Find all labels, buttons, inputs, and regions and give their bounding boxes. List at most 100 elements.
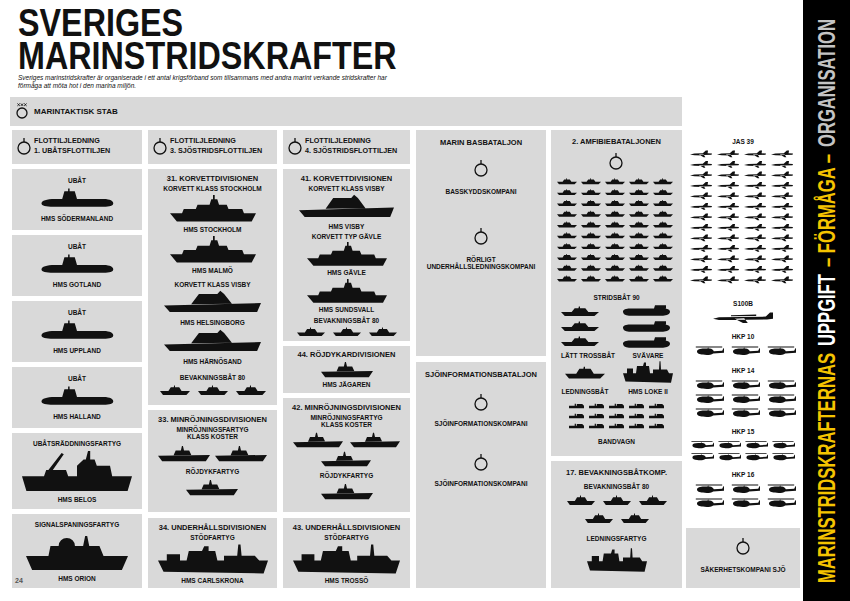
unit-panel: MARINTAKTISK STAB <box>10 97 682 126</box>
unit-text: BASSKYDDSKOMPANI <box>420 188 542 195</box>
jet-silhouette <box>690 224 712 231</box>
aircraft-type: S100B <box>686 300 800 307</box>
jet-silhouette <box>690 276 712 283</box>
corv-silhouette <box>170 195 256 222</box>
jet-silhouette <box>690 203 712 210</box>
text-slot: FLOTTILJLEDNING <box>34 137 139 145</box>
jet-silhouette <box>690 150 712 157</box>
unit-symbol <box>289 142 301 154</box>
jet-silhouette <box>717 245 739 252</box>
aircraft-type: JAS 39 <box>686 138 800 145</box>
jet-silhouette <box>744 224 766 231</box>
unit-text: MINRÖJNINGSFARTYG KLASS KOSTER <box>167 426 258 441</box>
jet-silhouette <box>771 203 793 210</box>
jet-silhouette <box>771 150 793 157</box>
jet-silhouette <box>717 161 739 168</box>
text-slot: SJÖINFORMATIONSKOMPANI <box>420 420 542 427</box>
unit-symbol <box>17 108 27 118</box>
unit-text: KORVETT KLASS STOCKHOLM <box>152 185 273 192</box>
unit-size-mark <box>21 104 23 106</box>
unit-symbol <box>610 157 622 169</box>
text-slot: 33. MINRÖJNINGSDIVISIONEN <box>152 416 273 425</box>
boat-silhouette <box>629 200 649 206</box>
unit-text: STÖDFARTYG <box>152 534 273 541</box>
boat-silhouette <box>629 211 649 217</box>
text-slot: RÖRLIGT UNDERHÅLLSLEDNINGSKOMPANI <box>420 256 542 271</box>
text-slot: SJÖINFORMATIONSBATALJON <box>420 371 542 380</box>
unit-text: RÖJDYKFARTYG <box>152 468 273 475</box>
boat-silhouette <box>581 222 601 228</box>
ship-silhouettes <box>148 410 277 512</box>
boat-silhouette <box>581 232 601 238</box>
unit-heading: UBÅT <box>16 243 138 250</box>
unit-panel: FLOTTILJLEDNING3. SJÖSTRIDSFLOTTILJEN <box>148 130 277 164</box>
boat-silhouette <box>369 328 397 337</box>
unit-text: HMS BELOS <box>16 496 138 503</box>
heli-silhouette <box>696 409 724 417</box>
unit-panel: FLOTTILJLEDNING4. SJÖSTRIDSFLOTTILJEN <box>283 130 410 164</box>
boat-silhouette <box>605 232 625 238</box>
unit-heading: 44. RÖJDYKARDIVISIONEN <box>287 351 406 360</box>
plane-silhouette <box>713 312 773 323</box>
text-slot: HMS JÄGAREN <box>287 381 406 388</box>
heli-silhouette <box>696 499 724 507</box>
unit-text: HMS SUNDSVALL <box>287 306 406 313</box>
text-slot: SVÄVARE <box>617 352 679 359</box>
text-slot: HMS SÖDERMANLAND <box>16 215 138 222</box>
boat-silhouette <box>603 496 631 505</box>
jet-silhouette <box>717 276 739 283</box>
text-slot: UBÅTSRÄDDNINGSFARTYG <box>16 440 138 447</box>
tank-silhouette <box>569 404 584 409</box>
heli-silhouette <box>768 381 796 389</box>
text-slot: 34. UNDERHÅLLSDIVISIONEN <box>152 524 273 533</box>
jet-silhouette <box>744 276 766 283</box>
unit-heading: UBÅT <box>16 375 138 382</box>
boat-silhouette <box>565 367 605 379</box>
boat-silhouette <box>653 222 673 228</box>
jet-silhouette <box>717 255 739 262</box>
unit-text: SJÖINFORMATIONSKOMPANI <box>420 480 542 487</box>
tank-silhouette <box>589 424 604 429</box>
text-slot: 44. RÖJDYKARDIVISIONEN <box>287 351 406 360</box>
unit-text: HMS VISBY <box>287 223 406 230</box>
text-slot: MINRÖJNINGSFARTYG KLASS KOSTER <box>301 414 392 429</box>
text-slot: BANDVAGN <box>555 438 678 445</box>
text-slot: 17. BEVAKNINGSBÅTKOMP. <box>555 469 678 478</box>
unit-symbol <box>475 164 487 176</box>
text-slot: MARINTAKTISK STAB <box>34 107 334 116</box>
jet-silhouette <box>744 234 766 241</box>
boat-silhouette <box>581 276 601 282</box>
text-slot: HMS HELSINGBORG <box>152 319 273 326</box>
text-slot: SIGNALSPANINGSFARTYG <box>16 521 138 528</box>
unit-text: BEVAKNINGSBÅT 80 <box>152 374 273 381</box>
unit-symbol <box>475 458 487 470</box>
boat-silhouette <box>581 254 601 260</box>
text-slot: KORVETT KLASS STOCKHOLM <box>152 185 273 192</box>
unit-size-mark <box>480 454 481 458</box>
tank-silhouette <box>629 424 644 429</box>
text-slot: LEDNINGSBÅT <box>553 388 617 395</box>
jet-silhouette <box>771 276 793 283</box>
text-slot: FLOTTILJLEDNING <box>170 137 274 145</box>
boat-silhouette <box>653 265 673 271</box>
text-slot: HMS HALLAND <box>16 413 138 420</box>
text-slot: HMS SUNDSVALL <box>287 306 406 313</box>
jet-silhouette <box>771 171 793 178</box>
unit-heading: 33. MINRÖJNINGSDIVISIONEN <box>152 416 273 425</box>
jet-silhouette <box>717 234 739 241</box>
unit-text: HMS SÖDERMANLAND <box>16 215 138 222</box>
unit-panel: SJÖINFORMATIONSBATALJON SJÖINFORMATIONSKO… <box>416 362 546 588</box>
title-band: MARINSTRIDSKRAFTERNASUPPGIFT– FÖRMÅGA –O… <box>803 0 850 601</box>
hover-silhouette <box>623 337 670 347</box>
jet-silhouette <box>690 245 712 252</box>
text-slot: UBÅT <box>16 177 138 184</box>
aircraft-type: HKP 14 <box>686 367 800 374</box>
jet-silhouette <box>744 161 766 168</box>
text-slot: HMS LOKE II <box>617 388 679 395</box>
boat-silhouette <box>605 200 625 206</box>
text-slot: 43. UNDERHÅLLSDIVISIONEN <box>287 524 406 533</box>
boat-silhouette <box>653 276 673 282</box>
big-silhouette <box>158 545 268 574</box>
ship-silhouettes <box>551 130 682 456</box>
unit-panel: UBÅTSRÄDDNINGSFARTYG HMS BELOS <box>12 433 142 509</box>
